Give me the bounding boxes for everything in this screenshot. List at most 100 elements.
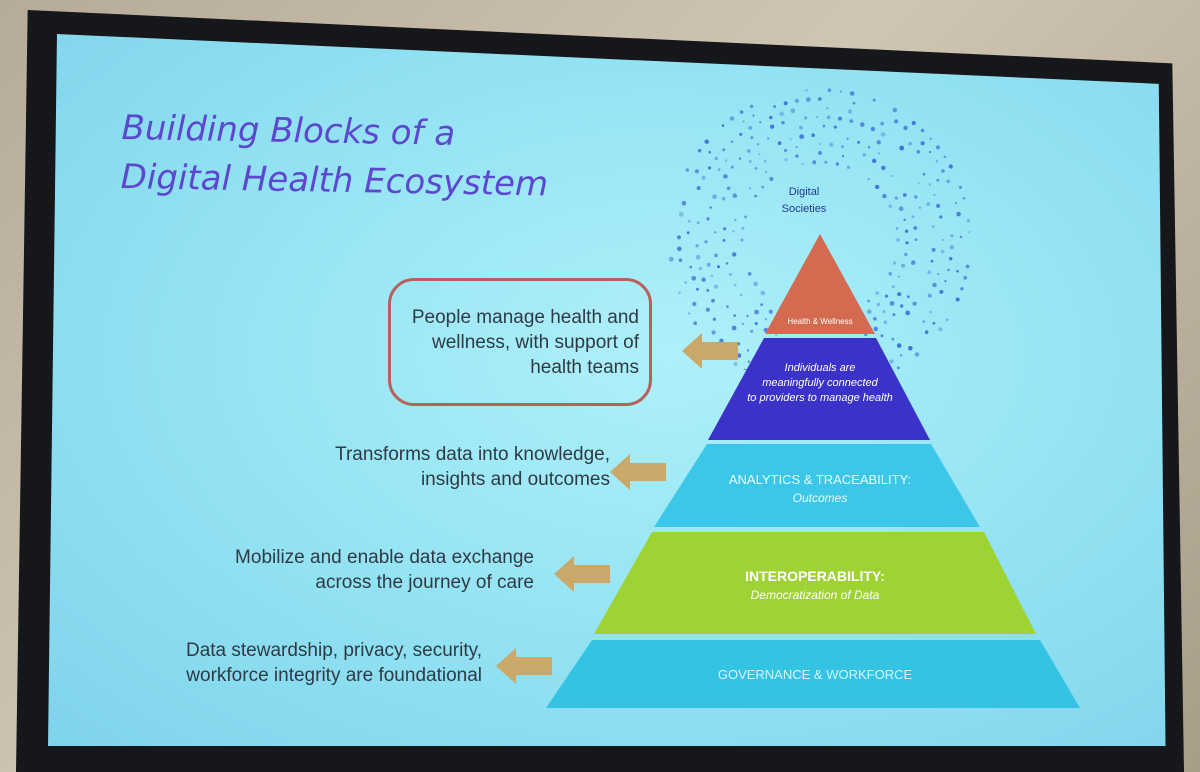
decorative-dot — [898, 206, 904, 211]
decorative-dot — [827, 88, 832, 93]
description-2-line-1: Transforms data into knowledge, — [335, 444, 610, 465]
decorative-dot — [897, 292, 902, 297]
description-interoperability: Mobilize and enable data exchange across… — [235, 545, 534, 595]
decorative-dot — [767, 137, 770, 140]
decorative-dot — [922, 172, 926, 176]
decorative-dot — [760, 303, 763, 306]
decorative-dot — [701, 277, 706, 282]
decorative-dot — [789, 138, 792, 141]
decorative-dot — [897, 275, 900, 278]
decorative-dot — [950, 234, 954, 238]
decorative-dot — [882, 193, 887, 199]
decorative-dot — [730, 165, 734, 169]
decorative-dot — [944, 280, 947, 283]
decorative-dot — [941, 238, 945, 242]
decorative-dot — [905, 310, 911, 316]
tier-analytics-traceability — [654, 444, 980, 527]
decorative-dot — [721, 124, 725, 127]
decorative-dot — [876, 140, 881, 145]
decorative-dot — [903, 125, 908, 131]
decorative-dot — [920, 141, 925, 146]
decorative-dot — [706, 217, 710, 221]
decorative-dot — [714, 231, 717, 234]
decorative-dot — [722, 148, 726, 152]
decorative-dot — [835, 162, 839, 166]
decorative-dot — [878, 152, 880, 155]
decorative-dot — [742, 120, 745, 123]
decorative-dot — [685, 168, 689, 172]
decorative-dot — [916, 150, 921, 154]
decorative-dot — [892, 261, 897, 265]
decorative-dot — [891, 337, 895, 341]
decorative-dot — [927, 270, 932, 275]
decorative-dot — [726, 186, 731, 191]
decorative-dot — [908, 142, 912, 146]
decorative-dot — [959, 235, 963, 239]
decorative-dot — [705, 307, 710, 312]
decorative-dot — [677, 246, 682, 252]
tier-health-wellness — [765, 234, 875, 334]
decorative-dot — [687, 219, 691, 223]
decorative-dot — [770, 124, 775, 129]
decorative-dot — [795, 145, 798, 148]
decorative-dot — [752, 114, 755, 117]
description-health-wellness: People manage health and wellness, with … — [388, 278, 652, 406]
decorative-dot — [740, 293, 743, 297]
decorative-dot — [723, 174, 728, 179]
decorative-dot — [908, 346, 913, 351]
peak-label-line-2: Societies — [781, 203, 827, 215]
decorative-dot — [841, 145, 844, 149]
decorative-dot — [769, 176, 774, 182]
decorative-dot — [739, 132, 743, 136]
decorative-dot — [880, 132, 886, 137]
decorative-dot — [930, 259, 934, 263]
decorative-dot — [841, 155, 844, 158]
decorative-dot — [867, 177, 870, 181]
decorative-dot — [904, 252, 908, 256]
decorative-dot — [811, 133, 815, 137]
decorative-dot — [713, 284, 719, 289]
decorative-dot — [872, 98, 876, 102]
decorative-dot — [784, 158, 788, 162]
decorative-dot — [783, 101, 788, 106]
decorative-dot — [933, 193, 936, 197]
tier-interoperability-text: INTEROPERABILITY: Democratization of Dat… — [660, 566, 970, 604]
decorative-dot — [799, 125, 803, 130]
decorative-dot — [943, 155, 947, 159]
decorative-dot — [757, 143, 760, 146]
tier-interoperability-sub: Democratization of Data — [750, 588, 880, 602]
arrow-left-icon — [496, 648, 552, 684]
decorative-dot — [914, 195, 918, 199]
description-1-line-1: People manage health and — [411, 307, 639, 328]
decorative-dot — [743, 368, 747, 370]
decorative-dot — [875, 291, 880, 295]
dot-ring-graphic — [668, 88, 970, 370]
decorative-dot — [750, 136, 754, 140]
decorative-dot — [740, 238, 744, 242]
description-3-line-2: across the journey of care — [315, 572, 534, 593]
description-governance: Data stewardship, privacy, security, wor… — [186, 638, 482, 688]
tier-analytics-text: ANALYTICS & TRACEABILITY: Outcomes — [680, 470, 960, 507]
decorative-dot — [862, 153, 866, 157]
decorative-dot — [746, 314, 749, 317]
decorative-dot — [686, 231, 690, 235]
decorative-dot — [691, 275, 697, 281]
decorative-dot — [678, 291, 681, 294]
decorative-dot — [748, 126, 753, 130]
decorative-dot — [870, 126, 876, 132]
decorative-dot — [826, 115, 831, 120]
decorative-dot — [696, 186, 701, 191]
decorative-dot — [725, 159, 728, 162]
tier-governance-label: GOVERNANCE & WORKFORCE — [717, 667, 913, 682]
decorative-dot — [927, 293, 932, 298]
decorative-dot — [966, 218, 970, 223]
decorative-dot — [880, 121, 884, 126]
decorative-dot — [795, 154, 799, 158]
decorative-dot — [733, 283, 737, 287]
decorative-dot — [725, 262, 729, 265]
decorative-dot — [929, 137, 932, 140]
decorative-dot — [876, 302, 881, 307]
decorative-dot — [706, 262, 711, 267]
decorative-dot — [956, 211, 961, 217]
decorative-dot — [897, 366, 900, 370]
